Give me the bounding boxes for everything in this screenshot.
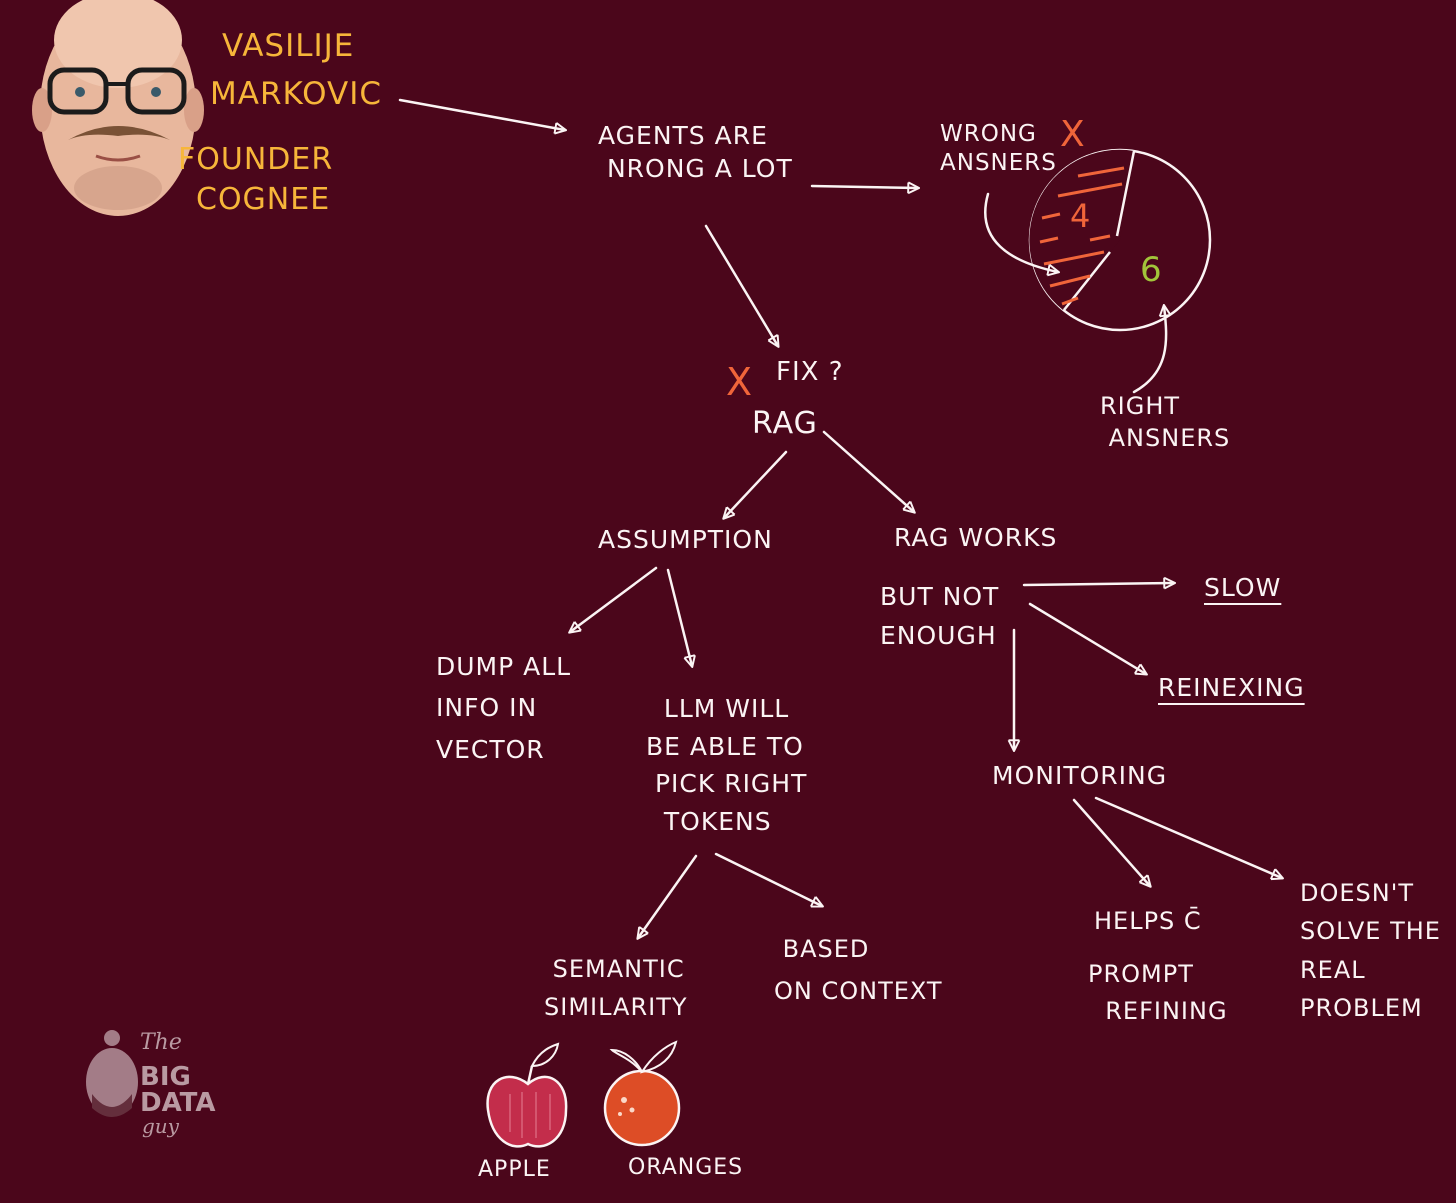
speaker-portrait (32, 0, 204, 216)
node-based-on-context: BASED ON CONTEXT (774, 935, 943, 1005)
node-rag-works: RAG WORKS (894, 523, 1058, 552)
node-reindexing: REINEXING (1158, 673, 1305, 702)
node-wrong-answers: WRONG ANSNERS (940, 121, 1057, 176)
arrow-agents-to-fix (704, 224, 780, 348)
arrow-notenough-to-slow (1022, 576, 1177, 590)
arrow-notenough-to-reindexing (1028, 602, 1148, 676)
arrow-agents-to-pie (810, 181, 921, 195)
node-rag: RAG (752, 406, 818, 441)
node-doesnt-solve: DOESN'T SOLVE THE REAL PROBLEM (1300, 879, 1441, 1023)
logo-big: BIG (140, 1062, 191, 1092)
arrow-llm-to-based (714, 852, 824, 908)
arrow-assumption-to-dump (568, 566, 658, 634)
logo-data: DATA (140, 1088, 216, 1118)
node-semantic-similarity: SEMANTIC SIMILARITY (544, 955, 688, 1022)
arrow-llm-to-semantic (636, 854, 698, 940)
node-prompt-refining: PROMPT REFINING (1088, 960, 1228, 1026)
node-llm-will-pick-tokens: LLM WILL BE ABLE TO PICK RIGHT TOKENS (646, 694, 808, 836)
arrow-rag-to-assumption (722, 450, 788, 520)
arrow-right-to-pie (1132, 303, 1172, 394)
speaker-role: FOUNDER (178, 142, 334, 177)
apple-drawing (486, 1042, 568, 1148)
logo-the: The (140, 1030, 182, 1055)
wrong-cross-mark: X (1060, 114, 1086, 155)
orange-drawing (603, 1040, 681, 1147)
speaker-last-name: MARKOVIC (210, 76, 382, 112)
node-but-not-enough: BUT NOT ENOUGH (880, 582, 1000, 650)
node-right-answers: RIGHT ANSNERS (1100, 392, 1231, 453)
fix-cross-mark: X (726, 360, 754, 404)
node-monitoring: MONITORING (992, 761, 1168, 790)
arrow-speaker-to-agents (398, 98, 568, 135)
arrow-monitoring-to-doesnt (1094, 796, 1284, 881)
arrow-wrong-to-pie (984, 192, 1061, 277)
node-slow: SLOW (1204, 573, 1282, 602)
node-helps-with: HELPS C̄ (1094, 907, 1202, 935)
label-oranges: ORANGES (628, 1155, 744, 1180)
arrow-assumption-to-llm (666, 568, 696, 669)
arrow-rag-to-ragworks (822, 430, 916, 514)
pie-right-count: 6 (1140, 250, 1163, 290)
speaker-first-name: VASILIJE (222, 28, 355, 64)
label-apple: APPLE (478, 1157, 551, 1182)
arrow-monitoring-to-helps (1072, 798, 1152, 888)
node-fix: FIX ? (776, 357, 844, 387)
pie-wrong-count: 4 (1070, 197, 1092, 235)
big-data-guy-logo-face (86, 1030, 138, 1117)
speaker-company: COGNEE (196, 182, 331, 217)
node-agents-wrong: AGENTS ARE NRONG A LOT (598, 121, 793, 183)
logo-guy: guy (142, 1114, 179, 1138)
node-assumption: ASSUMPTION (598, 525, 773, 554)
node-dump-all-info: DUMP ALL INFO IN VECTOR (436, 652, 572, 764)
